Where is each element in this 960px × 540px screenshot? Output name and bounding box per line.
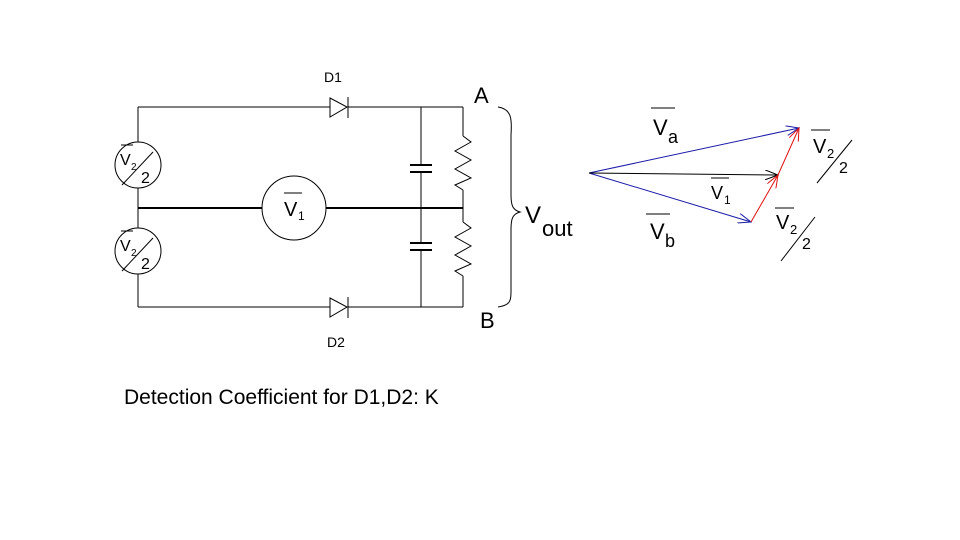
circuit-wires bbox=[137, 106, 464, 308]
resistor-top bbox=[453, 135, 473, 191]
source-v2-bottom-v-label: V bbox=[120, 238, 131, 255]
source-v2-top-sub-label: 2 bbox=[131, 162, 137, 173]
phasor-v2-top-v-label: V bbox=[813, 136, 827, 158]
phasor-v2-bottom-divisor-label: 2 bbox=[802, 236, 811, 253]
diode-d2-label: D2 bbox=[327, 334, 345, 350]
node-a-label: A bbox=[474, 83, 489, 108]
capacitor-top bbox=[410, 164, 432, 173]
resistor-bottom bbox=[453, 221, 473, 277]
phasor-va-v-label: V bbox=[653, 115, 668, 140]
source-v2-bottom-sub-label: 2 bbox=[131, 248, 137, 259]
vout-v-label: V bbox=[525, 202, 541, 229]
source-v2-bottom-divisor-label: 2 bbox=[141, 256, 150, 273]
phasor-v2-top-sub-label: 2 bbox=[827, 146, 834, 161]
source-v1-v-label: V bbox=[284, 199, 298, 221]
capacitor-bottom bbox=[410, 242, 432, 251]
node-b-label: B bbox=[480, 308, 495, 333]
source-v2-half-top: V 2 2 bbox=[114, 141, 162, 189]
vout-brace bbox=[497, 106, 522, 308]
phasor-diagram: V a V b V 1 V 2 2 V 2 2 bbox=[588, 107, 853, 262]
phasor-v2-bottom-arrow bbox=[750, 175, 778, 223]
phasor-v1-v-label: V bbox=[711, 183, 723, 203]
phasor-vb-v-label: V bbox=[650, 219, 665, 244]
source-v2-top-divisor-label: 2 bbox=[141, 170, 150, 187]
vout-label: V out bbox=[525, 202, 573, 241]
phasor-vb-sub-label: b bbox=[665, 231, 675, 251]
source-v2-half-bottom: V 2 2 bbox=[114, 227, 162, 275]
phasor-vb-arrow bbox=[588, 172, 751, 222]
phasor-v2-bottom-v-label: V bbox=[776, 212, 790, 234]
phasor-v2-bottom-sub-label: 2 bbox=[790, 222, 797, 237]
source-v2-top-v-label: V bbox=[120, 152, 131, 169]
diode-d2 bbox=[329, 297, 349, 318]
diode-d1 bbox=[329, 97, 349, 118]
detection-coefficient-caption: Detection Coefficient for D1,D2: K bbox=[124, 386, 439, 409]
vout-sub-label: out bbox=[542, 216, 573, 241]
phasor-va-arrow bbox=[588, 128, 799, 174]
phasor-v1-arrow bbox=[588, 173, 778, 175]
phasor-v2-top-arrow bbox=[777, 128, 799, 176]
source-v1: V 1 bbox=[261, 175, 327, 241]
phasor-v2-top-divisor-label: 2 bbox=[839, 160, 848, 177]
source-v1-sub-label: 1 bbox=[298, 209, 305, 223]
phasor-v1-sub-label: 1 bbox=[724, 193, 731, 207]
diode-d1-label: D1 bbox=[324, 69, 342, 85]
phasor-va-sub-label: a bbox=[668, 127, 679, 147]
